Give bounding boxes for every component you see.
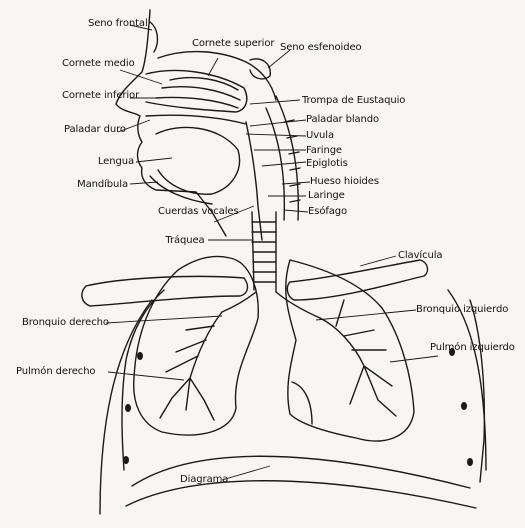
diaphragm-lower (126, 481, 476, 508)
label-faringe: Faringe (306, 145, 342, 156)
clavicle-right (287, 260, 427, 300)
label-bronquio-izquierdo: Bronquio izquierdo (416, 304, 508, 315)
left-bronchial-tree (320, 300, 396, 416)
label-bronquio-derecho: Bronquio derecho (22, 317, 109, 328)
rib-dot (137, 352, 143, 360)
label-seno-esfenoideo: Seno esfenoideo (280, 42, 334, 53)
rib-frame (100, 290, 486, 514)
frontal-sinus (150, 22, 157, 52)
rib-dot (123, 456, 129, 464)
label-esofago: Esófago (308, 206, 347, 217)
rib-dot (461, 402, 467, 410)
label-cornete-inferior: Cornete inferior (62, 90, 124, 101)
label-clavicula: Clavícula (398, 250, 442, 261)
label-diagrama: Diagrama (180, 474, 228, 485)
label-pulmon-derecho: Pulmón derecho (16, 366, 95, 377)
palate (146, 115, 246, 124)
label-pulmon-izquierdo: Pulmón izquierdo (430, 342, 490, 353)
label-uvula: Uvula (306, 130, 334, 141)
label-cornete-superior: Cornete superior (192, 38, 248, 49)
right-lung-outline (134, 257, 259, 436)
label-trompa-eustaquio: Trompa de Eustaquio (302, 95, 405, 106)
label-paladar-duro: Paladar duro (64, 124, 116, 135)
left-lung-outline (286, 260, 414, 441)
label-mandibula: Mandíbula (60, 179, 128, 190)
rib-dot (125, 404, 131, 412)
sphenoid-sinus (250, 59, 270, 79)
tongue (156, 127, 240, 194)
label-hueso-hioides: Hueso hioides (310, 176, 379, 187)
label-epiglotis: Epiglotis (306, 158, 348, 169)
label-laringe: Laringe (308, 190, 345, 201)
rib-dot (467, 458, 473, 466)
label-traquea: Tráquea (160, 235, 210, 246)
chest-wall-left (122, 290, 164, 470)
label-cornete-medio: Cornete medio (62, 58, 118, 69)
clavicle-left (82, 276, 248, 306)
trachea-rings (252, 222, 276, 282)
label-paladar-blando: Paladar blando (306, 114, 379, 125)
turbinate-inferior (156, 97, 238, 108)
right-bronchial-tree (160, 312, 222, 420)
label-lengua: Lengua (82, 156, 134, 167)
label-cuerdas-vocales: Cuerdas vocales (158, 206, 214, 217)
label-seno-frontal: Seno frontal (88, 18, 132, 29)
